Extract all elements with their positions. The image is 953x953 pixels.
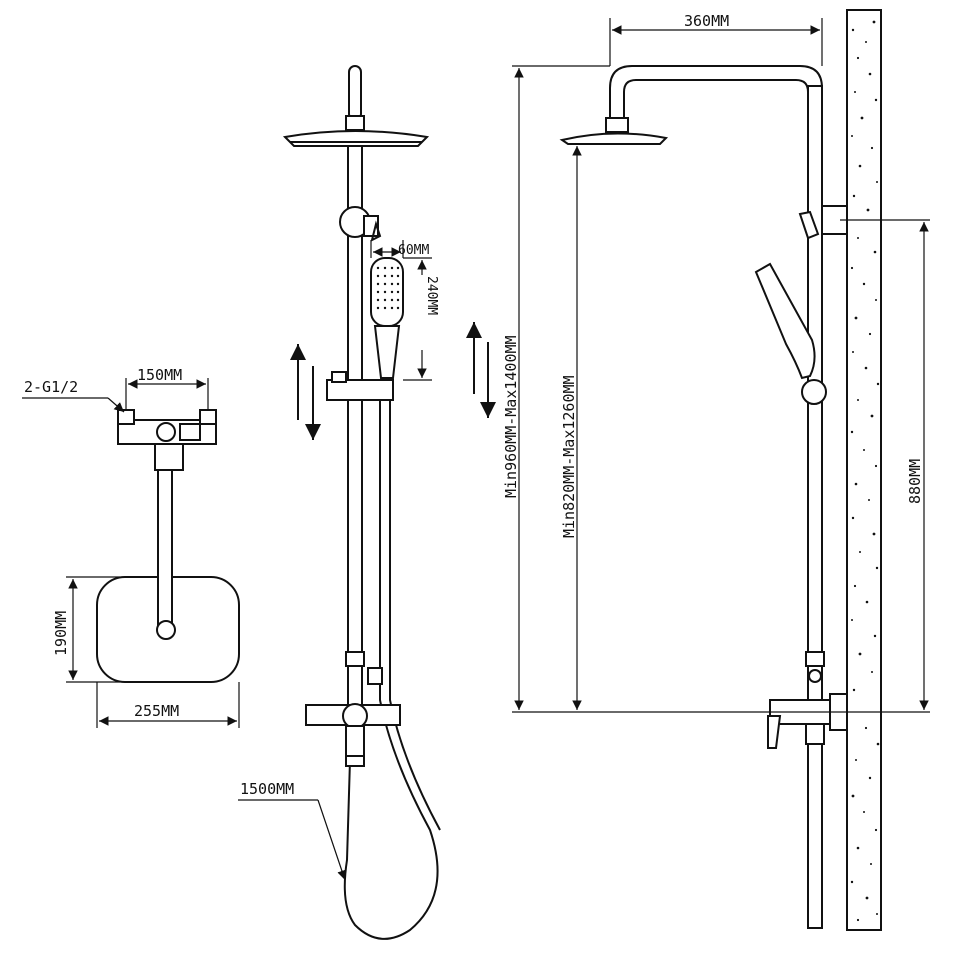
side-view <box>559 9 882 931</box>
slider-front <box>326 379 394 401</box>
overhead-arm <box>609 65 823 92</box>
rain-head-side <box>559 132 669 145</box>
rain-head-front <box>282 130 430 147</box>
wall <box>846 9 882 931</box>
handshower-width-label: 60MM <box>398 243 429 258</box>
inlet-spacing-label: 150MM <box>137 366 182 384</box>
front-view: 60MM 240MM 1500MM <box>238 65 496 940</box>
base-height-label: 190MM <box>52 611 70 656</box>
overall-height-label: Min960MM-Max1400MM <box>502 335 520 498</box>
bracket-spacing-label: 880MM <box>906 459 924 504</box>
riser-pipe-top-view <box>157 461 173 631</box>
hose <box>343 400 439 940</box>
hand-shower-side <box>754 262 816 380</box>
wall-texture <box>850 20 880 922</box>
arm-length-label: 360MM <box>684 12 729 30</box>
riser-base-circle <box>156 620 176 640</box>
handshower-length-label: 240MM <box>424 276 439 315</box>
base-width-label: 255MM <box>134 702 179 720</box>
top-view: 2-G1/2 150MM 190MM 255MM <box>22 366 240 728</box>
hose-length-label: 1500MM <box>240 780 294 798</box>
dimensions-side: 360MM Min960MM-Max1400MM Min820MM-Max126… <box>502 12 930 713</box>
head-height-label: Min820MM-Max1260MM <box>560 375 578 538</box>
inlet-label: 2-G1/2 <box>24 378 78 396</box>
